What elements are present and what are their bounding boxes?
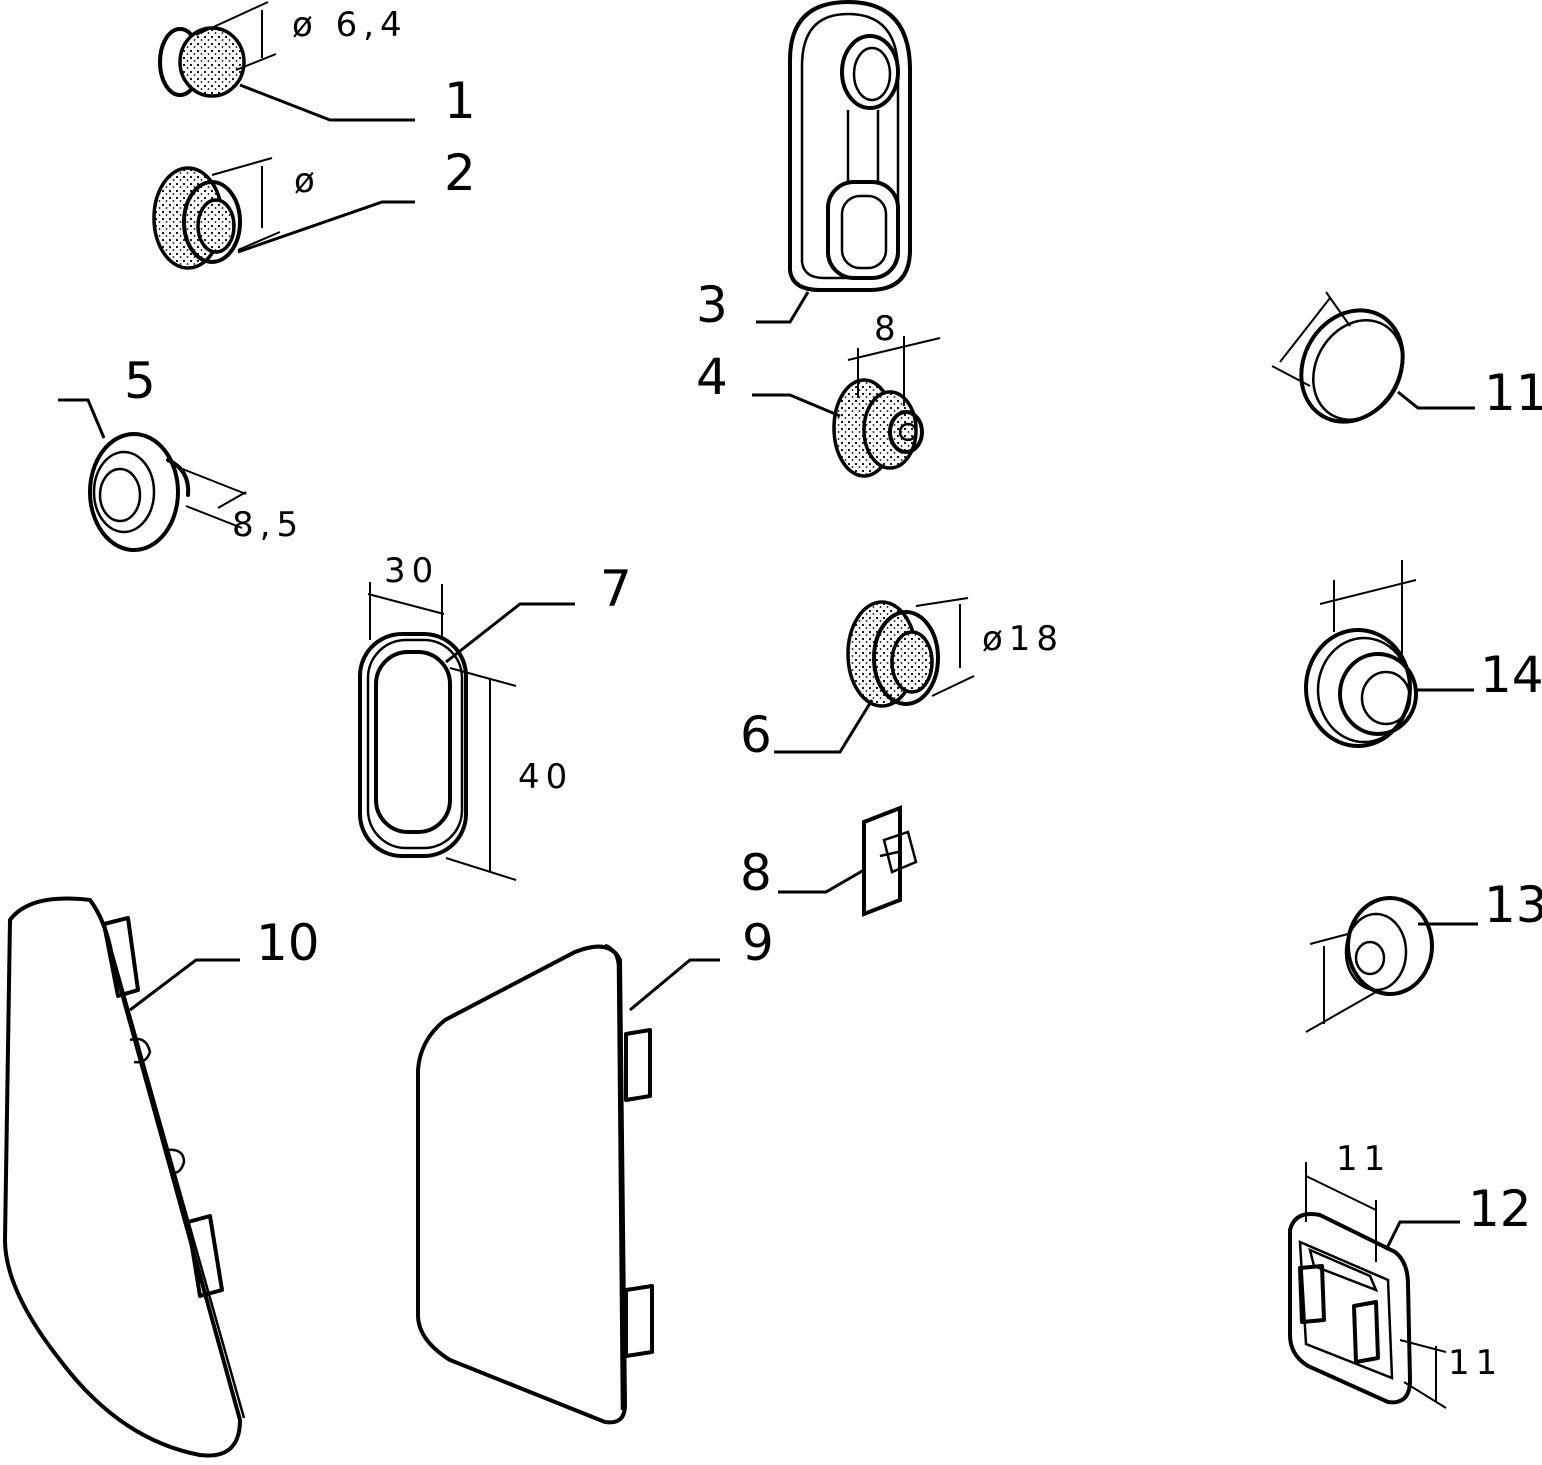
part-9-cover (416, 943, 720, 1425)
part-4-grommet (752, 336, 941, 478)
callout-12: 12 (1468, 1180, 1532, 1238)
dim-part-2: ø (294, 161, 321, 201)
callout-2: 2 (444, 144, 476, 202)
part-8-clip (778, 805, 918, 917)
part-12-clip (1288, 1162, 1460, 1409)
part-14-grommet (1304, 560, 1474, 748)
callout-8: 8 (740, 844, 772, 902)
part-1-plug (158, 1, 415, 122)
part-5-button-plug (58, 398, 247, 552)
dim-part-1: ø 6,4 (292, 5, 408, 45)
dim-part-4: 8 (874, 309, 902, 349)
callout-5: 5 (124, 352, 156, 410)
callout-4: 4 (696, 348, 728, 406)
dim-part-7-height: 40 (518, 757, 573, 797)
part-2-grommet (152, 157, 415, 270)
callout-3: 3 (696, 276, 728, 334)
part-11-cap (1271, 291, 1475, 424)
callout-1: 1 (444, 72, 476, 130)
dim-part-12-side: 11 (1448, 1343, 1503, 1383)
dim-part-6: ø18 (982, 619, 1064, 659)
callout-7: 7 (600, 560, 632, 618)
dim-part-7-width: 30 (384, 551, 439, 591)
part-13-plug (1305, 896, 1478, 1033)
callout-14: 14 (1480, 646, 1542, 704)
part-3-holder (756, 0, 912, 324)
callout-11: 11 (1484, 364, 1542, 422)
callout-10: 10 (256, 914, 320, 972)
dim-part-12-top: 11 (1336, 1139, 1391, 1179)
callout-9: 9 (742, 914, 774, 972)
part-6-grommet (774, 597, 975, 754)
part-10-large-cover (2, 896, 246, 1458)
callout-13: 13 (1484, 876, 1542, 934)
callout-6: 6 (740, 706, 772, 764)
dim-part-5: 8,5 (232, 505, 304, 545)
part-7-oval-grommet (358, 582, 575, 881)
